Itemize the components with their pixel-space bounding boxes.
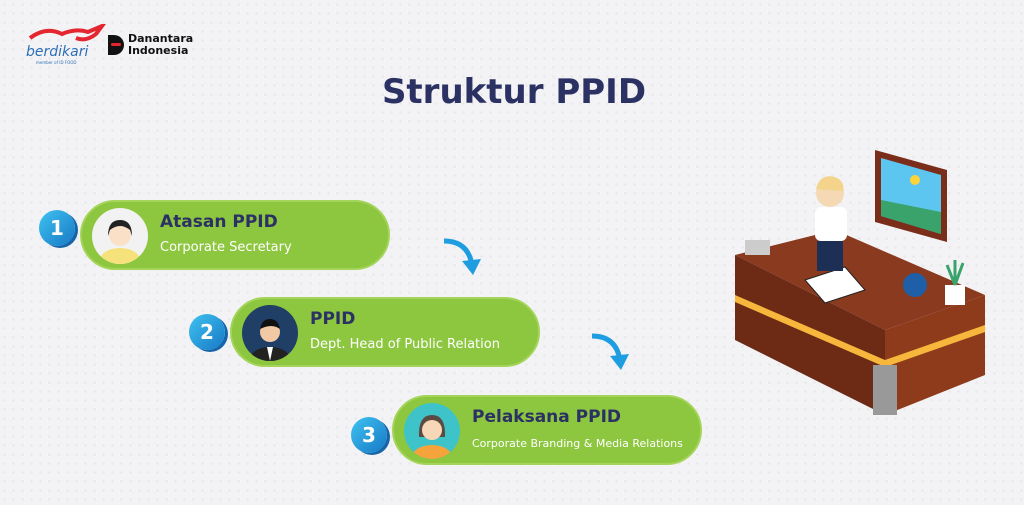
lamp (903, 273, 927, 297)
arrow-down-icon (591, 333, 629, 370)
picture-frame (875, 150, 947, 242)
danantara-logo: Danantara Indonesia (108, 33, 193, 57)
step-card-3: Pelaksana PPID Corporate Branding & Medi… (392, 395, 702, 465)
berdikari-sub: member of ID FOOD (36, 60, 77, 65)
danantara-line1: Danantara (128, 32, 194, 45)
danantara-line2: Indonesia (128, 44, 189, 57)
step-role: Corporate Secretary (160, 240, 292, 255)
arrow-down-icon (443, 238, 481, 275)
step-name: Pelaksana PPID (472, 407, 622, 427)
plant-pot (945, 285, 965, 305)
step-number-1: 1 (39, 210, 75, 246)
step-number-2: 2 (189, 314, 225, 350)
step-role: Dept. Head of Public Relation (310, 337, 500, 352)
person (815, 176, 847, 271)
step-number-3: 3 (351, 417, 387, 453)
step-card-2: PPID Dept. Head of Public Relation (230, 297, 540, 367)
danantara-icon (108, 35, 124, 55)
avatar-male-icon (242, 305, 298, 361)
avatar-female-icon (92, 208, 148, 264)
printer (745, 240, 770, 255)
step-name: Atasan PPID (160, 212, 278, 232)
berdikari-logo: berdikari member of ID FOOD (26, 21, 109, 66)
reception-desk-illustration (735, 150, 985, 415)
avatar-female-icon (404, 403, 460, 459)
kangaroo-icon (28, 21, 109, 42)
step-name: PPID (310, 309, 356, 329)
step-card-1: Atasan PPID Corporate Secretary (80, 200, 390, 270)
step-role: Corporate Branding & Media Relations (472, 437, 683, 450)
computer-tower (873, 365, 897, 415)
berdikari-wordmark: berdikari (26, 44, 89, 60)
page-title: Struktur PPID (381, 72, 647, 112)
